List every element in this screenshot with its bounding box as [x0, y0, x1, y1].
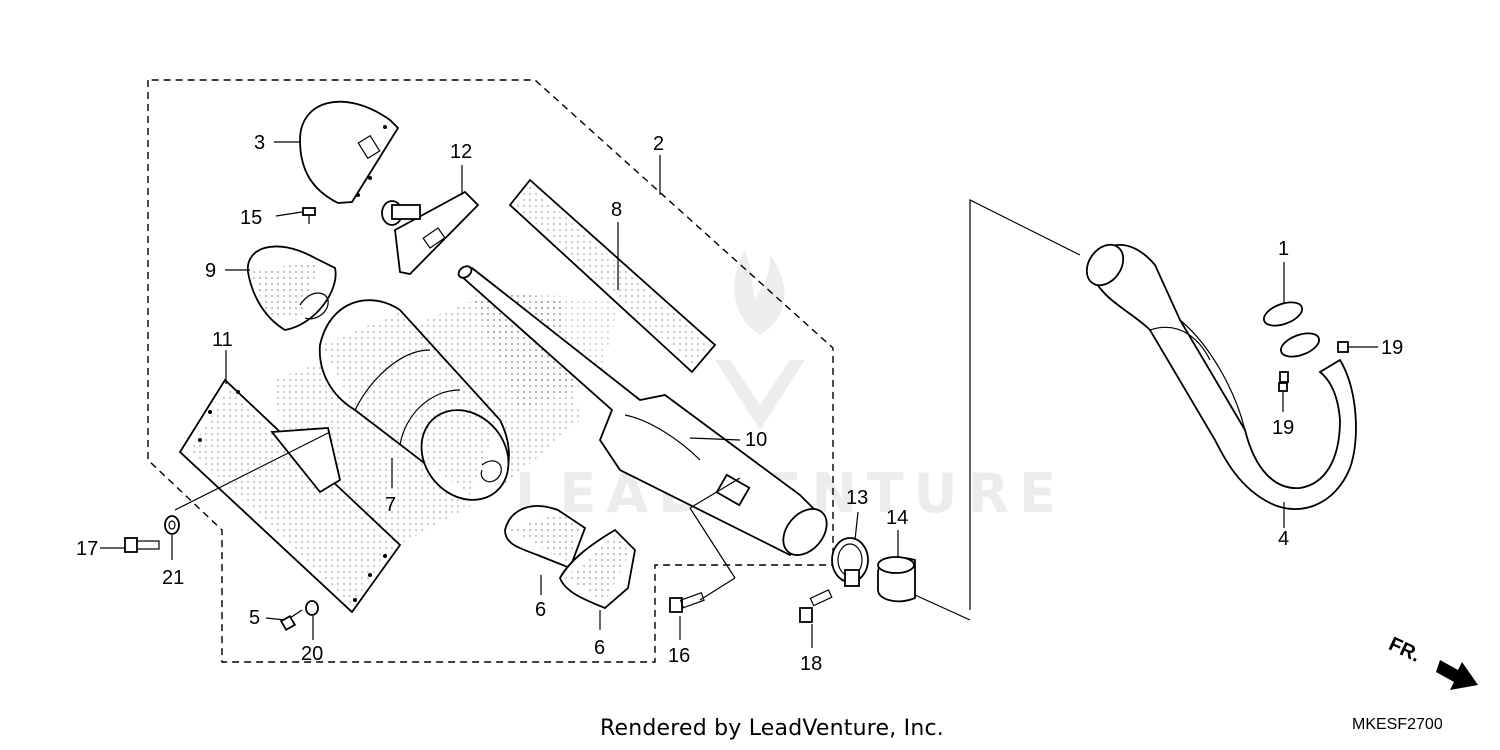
bolt-16 [669, 591, 705, 613]
assembly-boundary [147, 79, 834, 663]
callout-8: 8 [611, 199, 622, 221]
header-pipe [1085, 243, 1357, 511]
callout-7: 7 [385, 494, 396, 516]
washer-21 [164, 515, 180, 535]
gasket-ring [1262, 301, 1304, 327]
callout-13: 13 [846, 487, 868, 509]
band-clamp [831, 537, 869, 587]
callout-labels: 3 15 9 12 2 8 11 7 10 17 21 5 20 6 6 16 … [76, 132, 1403, 675]
callout-19-left: 19 [1272, 417, 1294, 439]
callout-16: 16 [668, 645, 690, 667]
screw-15 [302, 207, 316, 224]
callout-1: 1 [1278, 238, 1289, 260]
callout-20: 20 [301, 643, 323, 665]
inner-pipe [457, 265, 828, 557]
callout-19-right: 19 [1381, 337, 1403, 359]
callout-21: 21 [162, 567, 184, 589]
protector-band-upper [504, 505, 587, 570]
diagram-code: MKESF2700 [1352, 716, 1443, 733]
header-boundary [969, 199, 1081, 610]
muffler-packing [318, 299, 510, 501]
muffler-body [178, 378, 402, 614]
callout-5: 5 [249, 607, 260, 629]
callout-10: 10 [745, 429, 767, 451]
end-cap-cover [299, 100, 400, 204]
end-cap-packing [247, 245, 337, 331]
callout-17: 17 [76, 538, 98, 560]
callout-4: 4 [1278, 528, 1289, 550]
render-credit: Rendered by LeadVenture, Inc. [600, 716, 944, 741]
callout-14: 14 [886, 507, 908, 529]
end-cap-inner [381, 190, 480, 275]
callout-9: 9 [205, 260, 216, 282]
protector-band-lower [559, 528, 636, 610]
callout-15: 15 [240, 207, 262, 229]
gasket-sleeve [877, 556, 916, 603]
callout-3: 3 [254, 132, 265, 154]
callout-2: 2 [653, 133, 664, 155]
front-direction-arrow: FR. [1385, 633, 1478, 690]
nut-19-right [1337, 341, 1349, 353]
callout-12: 12 [450, 141, 472, 163]
callout-11: 11 [212, 329, 233, 351]
bolt-17 [124, 537, 160, 553]
front-direction-label: FR. [1385, 633, 1423, 667]
nut-19-left [1278, 382, 1288, 392]
washer-20 [305, 600, 319, 616]
callout-6-upper: 6 [535, 599, 546, 621]
leader-lines [100, 141, 1378, 648]
callout-18: 18 [800, 653, 822, 675]
callout-6-lower: 6 [594, 637, 605, 659]
packing-sheet [508, 178, 717, 374]
bolt-18 [799, 589, 833, 623]
